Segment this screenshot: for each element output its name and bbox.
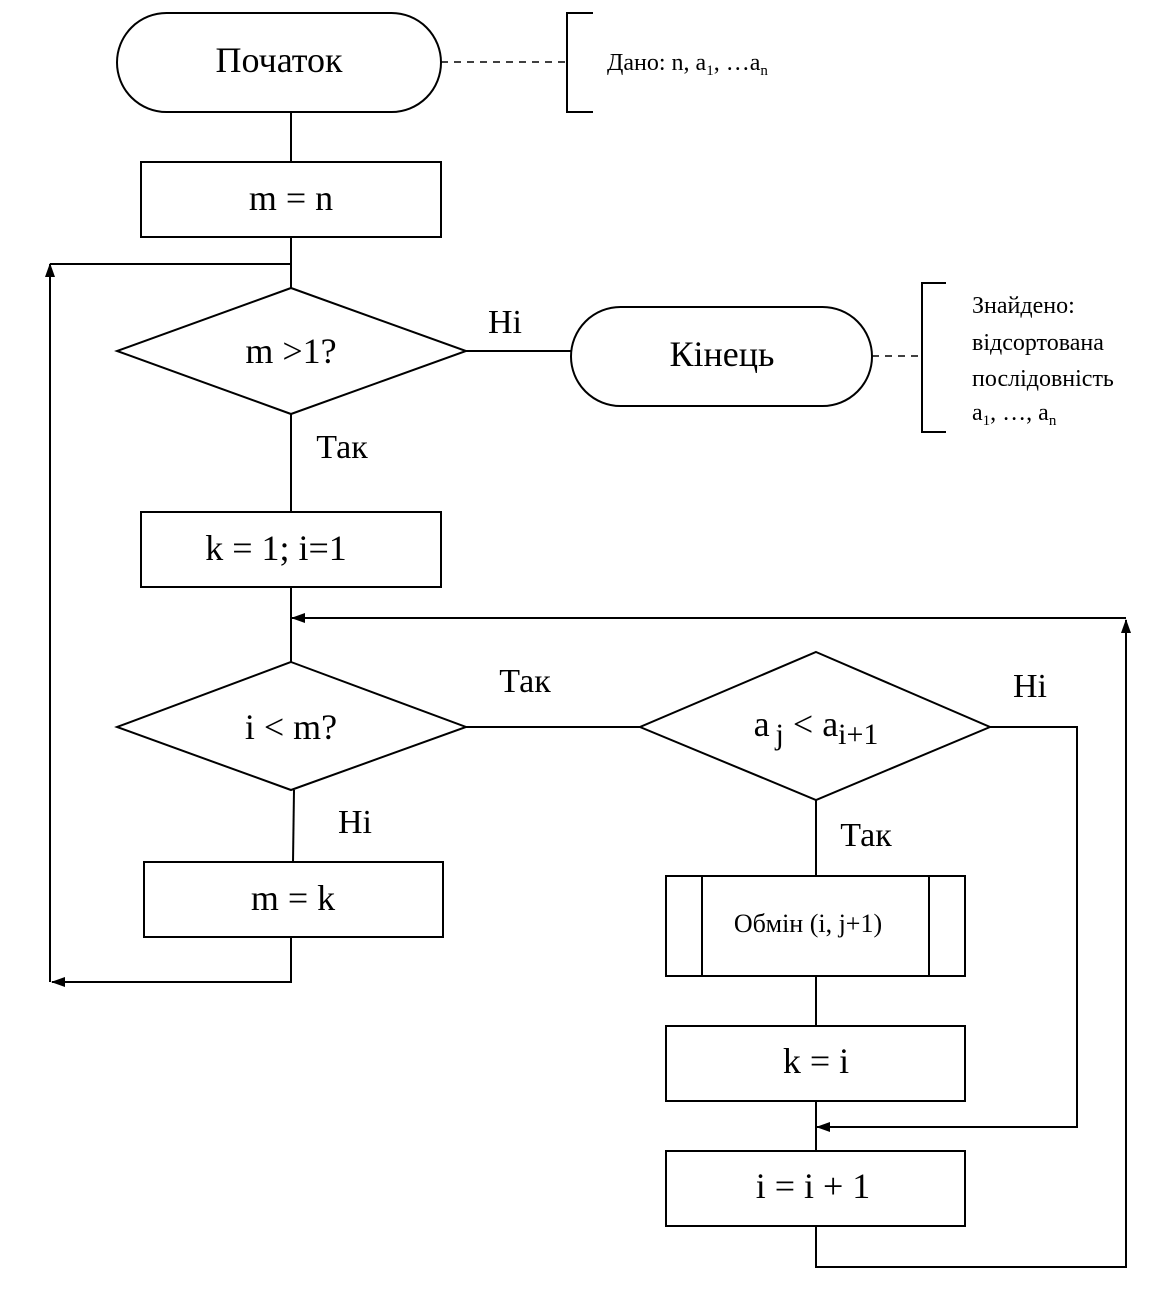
- connectors: [45, 112, 1131, 1268]
- start-label: Початок: [216, 40, 343, 80]
- loop-return-inner-right: [815, 619, 1131, 1268]
- process-set-m-k: m = k: [143, 861, 444, 938]
- set-mk-label: m = k: [251, 878, 335, 918]
- found-line-2: відсортована: [972, 330, 1104, 356]
- process-init-m: m = n: [140, 161, 442, 238]
- process-init-k-i: k = 1; i=1: [140, 511, 442, 588]
- decision-m-greater-1: m >1?: [114, 286, 469, 416]
- init-ki-label: k = 1; i=1: [205, 528, 347, 568]
- label-yes-2: Так: [499, 663, 551, 700]
- predefined-process-swap: Обмін (i, j+1): [665, 875, 966, 977]
- given-annotation: Дано: n, a1, …an: [441, 12, 768, 113]
- process-inc-i: i = i + 1: [665, 1150, 966, 1227]
- decision-i-less-m: i < m?: [114, 660, 469, 792]
- inc-i-label: i = i + 1: [756, 1166, 871, 1206]
- label-yes-1: Так: [316, 429, 368, 466]
- set-ki-label: k = i: [783, 1041, 849, 1081]
- label-no-2: Ні: [1013, 668, 1047, 705]
- connector-set-mk-to-outer-loop: [51, 937, 292, 987]
- cond-i-label: i < m?: [245, 707, 337, 747]
- connector-cond-a-no-bypass: [816, 726, 1078, 1132]
- given-label: Дано: n, a1, …an: [607, 50, 768, 79]
- label-no-3: Ні: [338, 804, 372, 841]
- cond-m-label: m >1?: [245, 331, 336, 371]
- end-label: Кінець: [670, 334, 775, 374]
- found-line-3: послідовність: [972, 366, 1114, 392]
- label-yes-3: Так: [840, 817, 892, 854]
- found-line-1: Знайдено:: [972, 293, 1075, 319]
- end-terminator: Кінець: [570, 306, 873, 407]
- start-terminator: Початок: [116, 12, 442, 113]
- found-line-4: a1, …, an: [972, 400, 1057, 429]
- found-annotation: Знайдено: відсортована послідовність a1,…: [872, 282, 1114, 433]
- label-no-1: Ні: [488, 304, 522, 341]
- connector-cond-i-no-to-set-mk: [292, 789, 295, 863]
- process-set-k-i: k = i: [665, 1025, 966, 1102]
- init-m-label: m = n: [249, 178, 333, 218]
- swap-label: Обмін (i, j+1): [734, 909, 882, 938]
